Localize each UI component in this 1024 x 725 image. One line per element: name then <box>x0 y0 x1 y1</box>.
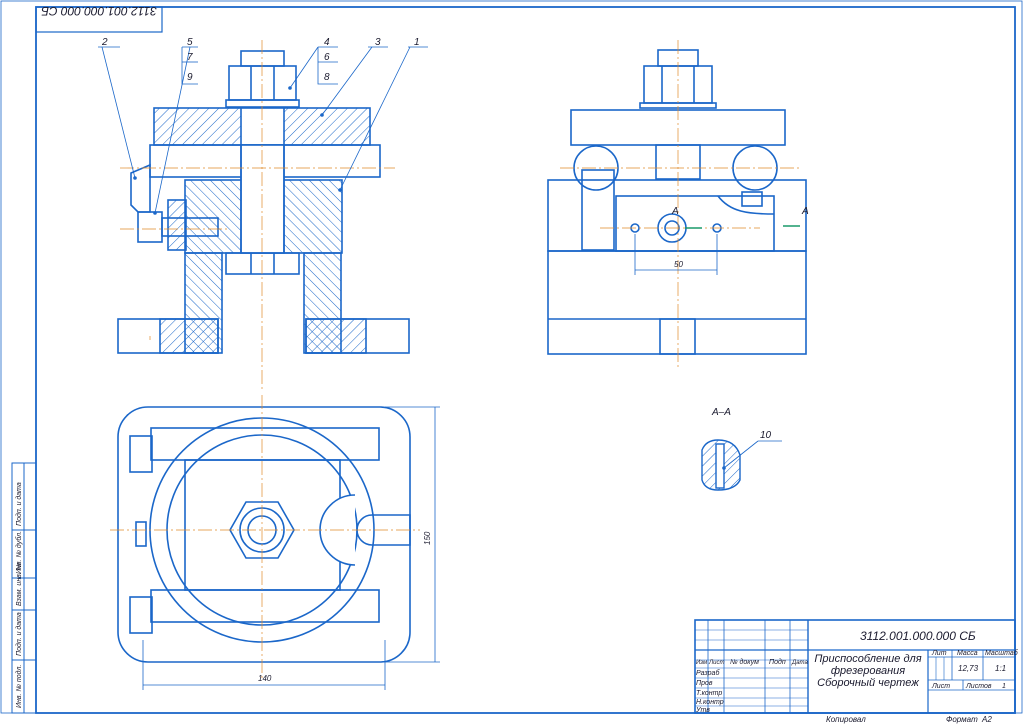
side-stamp-labels: Инв. № подл. Подп. и дата Взам. инв. № И… <box>15 482 23 708</box>
side-stamp <box>11 462 37 714</box>
leader-1-label: 1 <box>414 37 420 48</box>
leader-5-label: 5 <box>187 37 193 48</box>
leader-lines <box>98 46 428 214</box>
title-block <box>694 619 1016 714</box>
row-utv: Утв <box>695 707 710 714</box>
side-podp-data-2: Подп. и дата <box>15 482 23 526</box>
dim-150 <box>385 406 440 663</box>
title-name-2: фрезерования <box>831 665 905 677</box>
dim-50 <box>634 234 718 275</box>
row-tkontr: Т.контр <box>696 690 722 697</box>
sheet-label: Лист <box>931 683 950 690</box>
side-view-axes <box>560 40 800 370</box>
leader-10-label: 10 <box>760 430 772 441</box>
massa-value: 12,73 <box>958 664 979 673</box>
title-name-1: Приспособление для <box>814 653 921 665</box>
leader-labels: 2 5 7 9 4 6 8 3 1 <box>101 37 420 83</box>
section-marker-a1: А <box>671 206 679 217</box>
section-aa <box>701 439 741 491</box>
row-nkontr: Н.контр <box>696 699 724 706</box>
leader-8-label: 8 <box>324 72 330 83</box>
kopiroval-label: Копировал <box>826 715 866 724</box>
sheets-value: 1 <box>1002 683 1006 690</box>
leader-7-label: 7 <box>187 52 193 63</box>
col-list: Лист <box>708 660 724 666</box>
leader-10-line <box>723 440 759 469</box>
sheets-label: Листов <box>965 683 992 690</box>
corner-stamp-text: 3112.001.000.000 СБ <box>41 4 157 18</box>
col-podp: Подп <box>769 658 786 666</box>
leader-9-label: 9 <box>187 72 193 83</box>
dim-150-label: 150 <box>423 531 432 545</box>
row-razrab: Разраб <box>696 669 720 677</box>
lit-header: Лит <box>931 650 947 657</box>
leader-6-label: 6 <box>324 52 330 63</box>
side-vzam-inv: Взам. инв. № <box>16 562 23 606</box>
plan-view <box>117 406 411 663</box>
side-inv-dubl: Инв. № дубл. <box>15 531 23 574</box>
col-data: Дата <box>791 660 808 666</box>
side-view <box>547 49 807 355</box>
dim-140-label: 140 <box>258 674 272 683</box>
title-name-3: Сборочный чертеж <box>817 677 919 689</box>
side-podp-data-1: Подп. и дата <box>15 612 23 656</box>
dim-50-label: 50 <box>674 260 683 269</box>
col-izm: Изм <box>696 660 707 666</box>
col-ndoc: № докум <box>730 658 759 666</box>
leader-4-label: 4 <box>324 37 330 48</box>
leader-dots <box>133 86 726 470</box>
dim-140 <box>142 640 386 690</box>
leader-2-label: 2 <box>101 37 108 48</box>
side-inv-podl: Инв. № подл. <box>15 665 23 708</box>
section-markers <box>685 225 800 229</box>
section-marker-a2: А <box>801 206 809 217</box>
masshtab-header: Масштаб <box>985 649 1019 657</box>
plan-view-axes <box>110 395 420 680</box>
masshtab-value: 1:1 <box>995 664 1006 673</box>
leader-3-label: 3 <box>375 37 381 48</box>
format-value: А2 <box>981 715 992 724</box>
front-view-axes <box>120 40 395 390</box>
title-designation: 3112.001.000.000 СБ <box>860 629 976 643</box>
format-label: Формат <box>946 715 978 724</box>
corner-stamp: 3112.001.000.000 СБ <box>35 4 163 33</box>
massa-header: Масса <box>957 650 978 657</box>
front-view <box>117 50 410 354</box>
row-prov: Пров <box>696 680 713 687</box>
section-aa-label: А–А <box>711 407 731 418</box>
